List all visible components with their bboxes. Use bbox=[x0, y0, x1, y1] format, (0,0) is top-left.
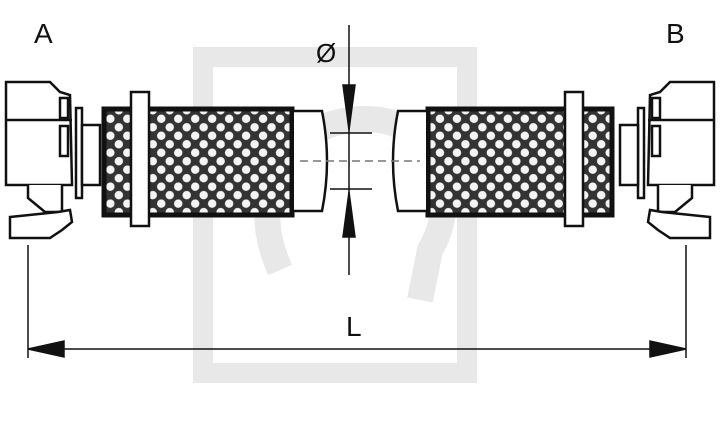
length-dimension bbox=[27, 245, 687, 358]
braided-sleeve-left bbox=[101, 90, 295, 228]
label-end-a: A bbox=[34, 18, 53, 49]
label-diameter: Ø bbox=[316, 38, 337, 68]
connector-a bbox=[4, 80, 102, 240]
label-end-b: B bbox=[666, 18, 685, 49]
hose-tube-left bbox=[294, 109, 329, 213]
label-length: L bbox=[346, 311, 362, 342]
connector-b bbox=[618, 80, 716, 240]
diameter-dimension bbox=[330, 25, 372, 275]
braided-sleeve-right bbox=[425, 90, 615, 228]
